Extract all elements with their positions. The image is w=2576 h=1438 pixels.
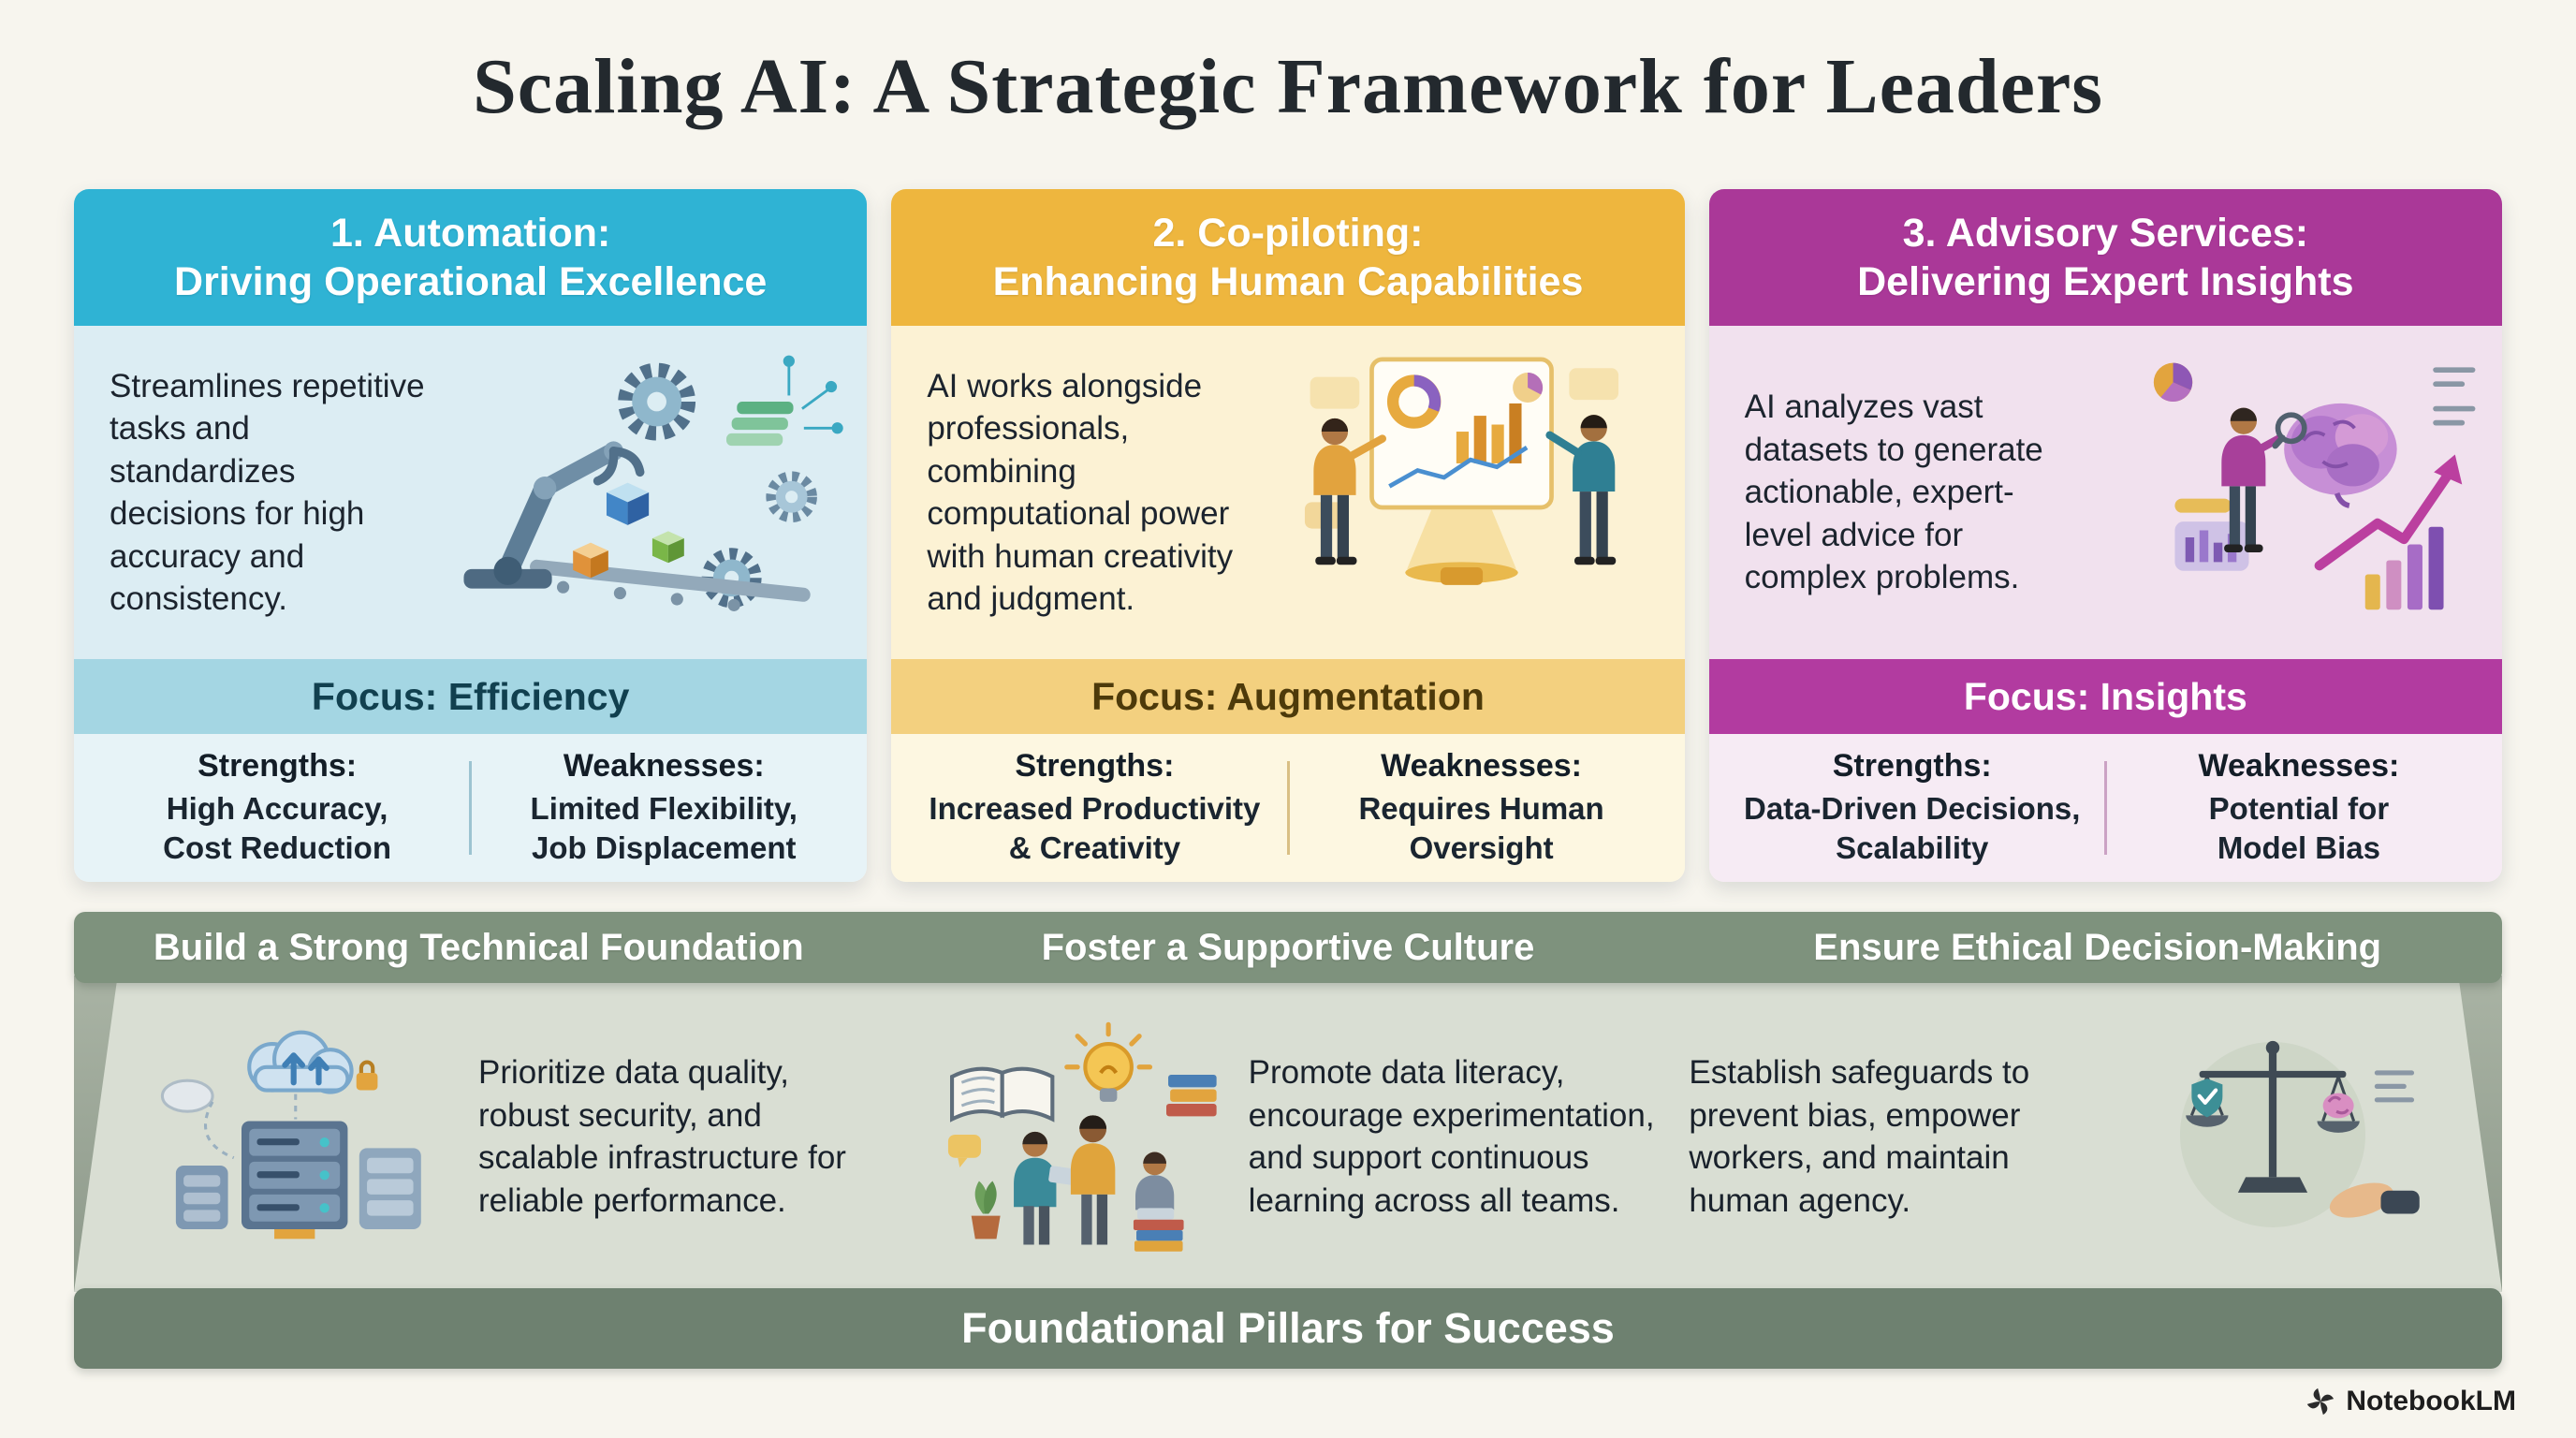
card-copiloting-strengths: Strengths: Increased Productivity & Crea… (902, 748, 1286, 867)
analyst-person (2221, 407, 2307, 553)
pillar-culture-description: Promote data literacy, encourage experim… (1248, 1054, 1655, 1219)
lock-icon (356, 1060, 378, 1091)
person-left (1312, 418, 1386, 565)
strengths-text: Increased Productivity & Creativity (929, 791, 1261, 865)
copiloting-dashboard-illustration (1259, 343, 1664, 642)
main-server-rack (242, 1121, 348, 1240)
card-advisory: 3. Advisory Services: Delivering Expert … (1708, 189, 2502, 882)
card-copiloting: 2. Co-piloting: Enhancing Human Capabili… (891, 189, 1685, 882)
strengths-label: Strengths: (1832, 748, 1992, 785)
strengths-label: Strengths: (1015, 748, 1175, 785)
weaknesses-label: Weaknesses: (1381, 748, 1582, 785)
rising-arrow (2314, 454, 2463, 571)
pillars-footer-bar: Foundational Pillars for Success (74, 1288, 2502, 1369)
card-automation-body: Streamlines repetitive tasks and standar… (74, 326, 868, 659)
card-automation-description: Streamlines repetitive tasks and standar… (110, 367, 425, 618)
card-copiloting-title-line1: 2. Co-piloting: (1152, 210, 1424, 256)
card-automation-focus: Focus: Efficiency (74, 659, 868, 734)
weaknesses-text: Potential for Model Bias (2208, 791, 2390, 865)
servers-cloud-icon (160, 1030, 421, 1240)
small-server-cabinet (175, 1165, 228, 1229)
card-copiloting-body: AI works alongside professionals, combin… (891, 326, 1685, 659)
card-automation-title-line1: 1. Automation: (329, 210, 611, 256)
strengths-label: Strengths: (198, 748, 358, 785)
bar-chart (2364, 526, 2444, 610)
people-dashboard-icon (1304, 357, 1618, 585)
people-group (1013, 1115, 1184, 1252)
pillar-culture: Promote data literacy, encourage experim… (919, 994, 1658, 1279)
side-server-cabinet (359, 1148, 421, 1229)
book-stack-icon (1165, 1075, 1217, 1117)
pillars-columns: Prioritize data quality, robust security… (74, 976, 2502, 1292)
card-advisory-footer: Strengths: Data-Driven Decisions, Scalab… (1708, 734, 2502, 882)
pillar-heading-technical: Build a Strong Technical Foundation (153, 926, 804, 968)
card-advisory-header: 3. Advisory Services: Delivering Expert … (1708, 189, 2502, 326)
brain (2284, 403, 2397, 508)
watermark-text: NotebookLM (2346, 1386, 2516, 1416)
pillar-heading-culture: Foster a Supportive Culture (1041, 926, 1535, 968)
strengths-text: Data-Driven Decisions, Scalability (1744, 791, 2081, 865)
card-automation-weaknesses: Weaknesses: Limited Flexibility, Job Dis… (472, 748, 856, 867)
strategy-cards-row: 1. Automation: Driving Operational Excel… (74, 189, 2502, 882)
weaknesses-text: Limited Flexibility, Job Displacement (530, 791, 798, 865)
card-automation-footer: Strengths: High Accuracy, Cost Reduction… (74, 734, 868, 882)
card-automation-header: 1. Automation: Driving Operational Excel… (74, 189, 868, 326)
weaknesses-text: Requires Human Oversight (1358, 791, 1604, 865)
advisory-insights-illustration (2076, 343, 2481, 642)
lightbulb-icon (1063, 1021, 1152, 1102)
card-copiloting-footer: Strengths: Increased Productivity & Crea… (891, 734, 1685, 882)
card-advisory-strengths: Strengths: Data-Driven Decisions, Scalab… (1720, 748, 2104, 867)
learning-people-icon (947, 1021, 1217, 1252)
robotic-arm-gears-icon (463, 355, 844, 611)
weaknesses-label: Weaknesses: (2198, 748, 2400, 785)
card-advisory-description: AI analyzes vast datasets to generate ac… (1744, 389, 2043, 596)
plant-icon (971, 1181, 1001, 1240)
brain-analytics-icon (2153, 362, 2476, 610)
card-advisory-body: AI analyzes vast datasets to generate ac… (1708, 326, 2502, 659)
strengths-weaknesses-divider (2103, 761, 2107, 855)
card-copiloting-weaknesses: Weaknesses: Requires Human Oversight (1290, 748, 1674, 867)
speech-bubble-icon (947, 1134, 981, 1167)
foundational-pillars-platform: Build a Strong Technical Foundation Fost… (74, 912, 2502, 1369)
card-copiloting-header: 2. Co-piloting: Enhancing Human Capabili… (891, 189, 1685, 326)
pillar-ethics-description: Establish safeguards to prevent bias, em… (1689, 1054, 2030, 1219)
scale (2186, 1040, 2360, 1193)
platform-surface (74, 976, 2502, 1292)
pillars-body: Prioritize data quality, robust security… (74, 976, 2502, 1292)
weaknesses-label: Weaknesses: (563, 748, 765, 785)
card-advisory-weaknesses: Weaknesses: Potential for Model Bias (2107, 748, 2491, 867)
card-advisory-title-line1: 3. Advisory Services: (1902, 210, 2309, 256)
pillar-technical-description: Prioritize data quality, robust security… (478, 1054, 846, 1219)
card-automation-title-line2: Driving Operational Excellence (174, 259, 768, 304)
balance-scale-icon (2180, 1040, 2420, 1227)
ethics-balance-scale-illustration (2118, 1005, 2427, 1268)
strengths-weaknesses-divider (469, 761, 473, 855)
pillar-technical: Prioritize data quality, robust security… (149, 994, 887, 1279)
card-automation-strengths: Strengths: High Accuracy, Cost Reduction (85, 748, 469, 867)
strengths-text: High Accuracy, Cost Reduction (163, 791, 391, 865)
notebooklm-watermark: NotebookLM (2305, 1386, 2516, 1417)
pillars-header-bar: Build a Strong Technical Foundation Fost… (74, 912, 2502, 983)
learning-culture-illustration (919, 1005, 1228, 1268)
robotic-arm-automation-illustration (441, 343, 846, 642)
pillar-heading-ethics: Ensure Ethical Decision-Making (1813, 926, 2382, 968)
card-copiloting-focus: Focus: Augmentation (891, 659, 1685, 734)
card-copiloting-description: AI works alongside professionals, combin… (927, 367, 1234, 618)
card-advisory-focus: Focus: Insights (1708, 659, 2502, 734)
strengths-weaknesses-divider (1286, 761, 1290, 855)
pillar-ethics: Establish safeguards to prevent bias, em… (1689, 994, 2427, 1279)
card-copiloting-title-line2: Enhancing Human Capabilities (992, 259, 1584, 304)
card-advisory-title-line2: Delivering Expert Insights (1857, 259, 2354, 304)
hand (2329, 1182, 2420, 1218)
page-title: Scaling AI: A Strategic Framework for Le… (473, 43, 2103, 130)
server-infrastructure-illustration (149, 1005, 458, 1268)
person-right (1545, 415, 1616, 565)
card-automation: 1. Automation: Driving Operational Excel… (74, 189, 868, 882)
notebooklm-logo-icon (2307, 1387, 2334, 1416)
